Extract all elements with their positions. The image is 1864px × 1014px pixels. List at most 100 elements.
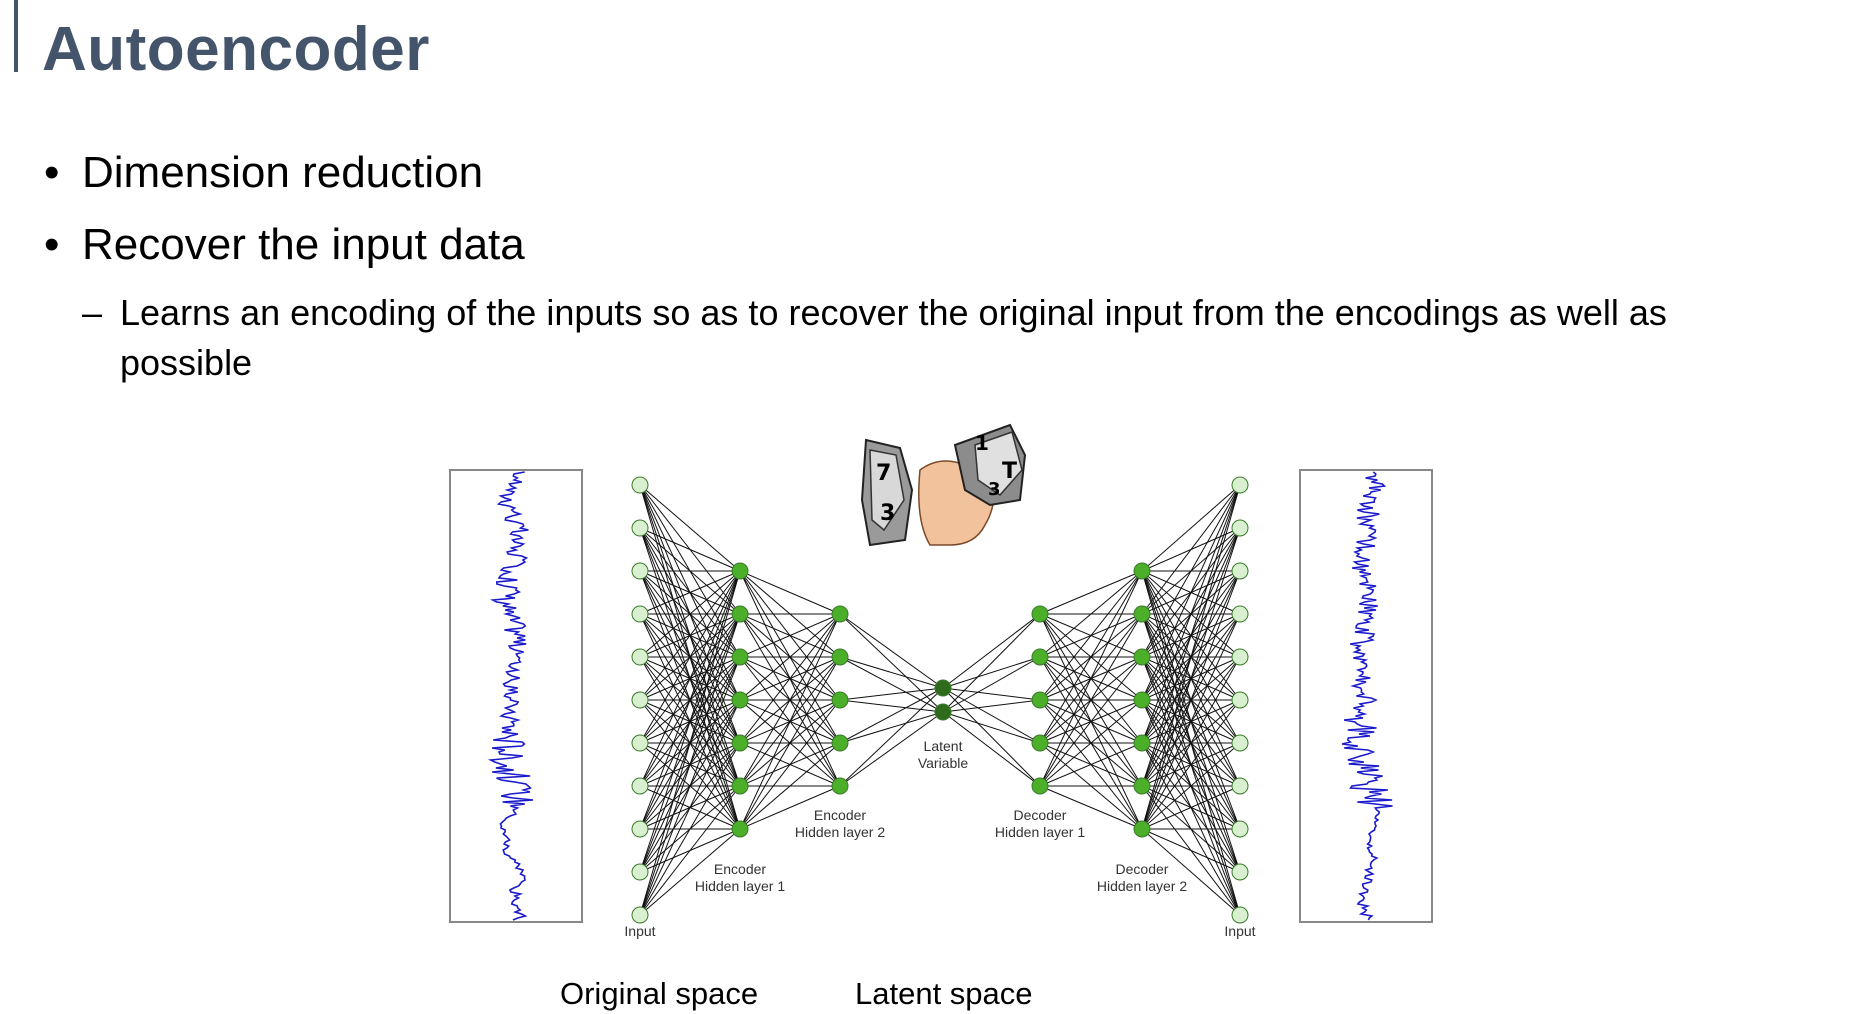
hidden-node [831,648,849,666]
network-edge [942,711,1041,787]
network-edge [1141,699,1241,830]
network-nodes [631,476,1249,924]
network-edge [1141,785,1241,830]
hidden-node [1133,777,1151,795]
hidden-node [731,691,749,709]
decoder-hidden-1-sublabel: Hidden layer 1 [995,824,1085,840]
input-node [631,691,649,709]
hidden-node [731,605,749,623]
network-edge [639,828,741,916]
decoder-hidden-1-label: Decoder [1014,807,1067,823]
svg-text:1: 1 [975,431,989,455]
network-edge [839,656,944,689]
network-edge [1141,656,1241,830]
hidden-node [1133,648,1151,666]
caption-latent-space: Latent space [855,976,1033,1011]
hidden-node [1133,691,1151,709]
network-edge [1039,570,1143,701]
network-edge [1039,570,1143,744]
network-edge [1141,742,1241,830]
input-node [631,820,649,838]
slide-title: Autoencoder [42,15,430,84]
network-edge [839,711,944,744]
network-edge [942,687,1041,744]
input-node [631,476,649,494]
decoder-hidden-2-label: Decoder [1116,861,1169,877]
handshake-illustration-icon: 7 3 1 T 3 [860,423,1027,547]
network-edge [839,711,944,787]
network-edge [739,613,841,658]
network-edge [639,656,741,916]
network-edge [839,687,944,787]
hidden-node [731,562,749,580]
network-edge [639,570,741,830]
network-edge [1141,484,1241,830]
encoder-hidden-2-label: Encoder [814,807,866,823]
network-edge [639,570,741,787]
input-node [1231,734,1249,752]
network-edge [739,570,841,615]
sub-bullet-text: Learns an encoding of the inputs so as t… [120,292,1667,383]
network-edge [839,613,944,713]
bullet-text: Dimension reduction [82,148,484,197]
bullet-dot-icon: • [44,148,60,197]
network-edge [1141,828,1241,873]
network-edge [639,527,741,572]
network-edge [639,570,741,873]
network-edge [739,613,841,701]
network-edge [942,656,1041,689]
input-node [631,863,649,881]
bullet-dot-icon: • [44,220,60,269]
network-edge [1141,484,1241,615]
hidden-node [831,734,849,752]
input-node [631,734,649,752]
hidden-node [1133,820,1151,838]
network-edge [739,613,841,744]
input-node [631,777,649,795]
output-signal-waveform [1341,471,1393,921]
network-edge [739,699,841,830]
network-edge [739,742,841,830]
network-edge [639,699,741,916]
network-edge [639,484,741,572]
svg-text:3: 3 [988,479,1001,500]
network-edge [1039,699,1143,787]
hidden-node [831,777,849,795]
encoder-hidden-2-sublabel: Hidden layer 2 [795,824,885,840]
network-edge [1141,484,1241,787]
network-edge [1141,484,1241,572]
network-edge [1039,570,1143,787]
hidden-node [831,605,849,623]
input-label-right: Input [1224,923,1255,939]
network-edge [1039,613,1143,787]
hidden-node [731,648,749,666]
latent-node [934,679,952,697]
network-edge [839,613,944,689]
network-edge [639,570,741,615]
input-node [1231,519,1249,537]
output-signal-panel [1299,469,1433,923]
network-edge [739,613,841,787]
network-edge [839,687,944,744]
network-edge [639,570,741,744]
input-node [631,605,649,623]
svg-text:3: 3 [880,501,895,526]
svg-text:T: T [1002,459,1017,484]
latent-variable-label: Latent [924,738,963,754]
network-edge [739,613,841,830]
input-label-left: Input [624,923,655,939]
hidden-node [1031,605,1049,623]
network-edge [639,613,741,916]
network-edge [1039,742,1143,787]
input-node [1231,906,1249,924]
input-node [1231,476,1249,494]
network-edges [639,484,1241,916]
decoder-hidden-2-sublabel: Hidden layer 2 [1097,878,1187,894]
network-edge [639,785,741,916]
network-edge [1141,613,1241,830]
latent-node [934,703,952,721]
hidden-node [1031,734,1049,752]
network-edge [1141,570,1241,830]
hidden-node [1133,562,1151,580]
network-edge [1141,484,1241,658]
